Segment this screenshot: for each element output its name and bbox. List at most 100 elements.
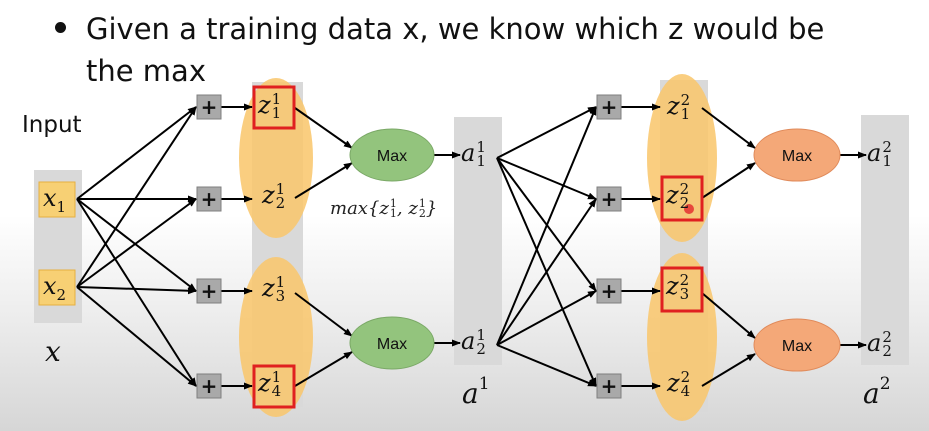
group-ellipse-l2-top — [647, 74, 717, 242]
arrow-x2-adder3 — [76, 286, 197, 295]
input-x2-base: x — [43, 272, 57, 300]
adder-box — [196, 373, 222, 399]
max-label-l1-top: Max — [377, 148, 407, 165]
adder-plus-symbol: + — [601, 374, 618, 398]
input-box-x2 — [38, 269, 76, 306]
adder-box — [196, 186, 222, 212]
max-label-l2-top: Max — [782, 148, 812, 165]
z1-4-base: z — [258, 368, 271, 397]
adder-box — [596, 278, 622, 304]
adder-l1-4: + — [196, 373, 222, 399]
z1-1-base: z — [258, 90, 271, 119]
a1-2-sup: 1 — [476, 326, 486, 344]
input-x1-label: x1 — [43, 184, 66, 215]
highlight-z2-2 — [660, 175, 704, 222]
adders: ++++++++ — [196, 94, 622, 399]
z1-3-sup: 1 — [275, 273, 286, 291]
a1-2-base: a — [461, 326, 476, 355]
adder-box — [196, 94, 222, 120]
arrow-z2-2-max — [701, 162, 756, 199]
input-x2-sub: 2 — [56, 286, 67, 304]
a2-column — [861, 115, 909, 365]
z1-2-base: z — [262, 180, 275, 209]
z2-3-sub: 3 — [679, 285, 690, 304]
z1-2-sub: 2 — [275, 194, 286, 213]
pointer-dot — [684, 204, 694, 214]
arrow-x2-adder1 — [76, 106, 197, 288]
bullet-line-2: the max — [86, 54, 206, 88]
a1-2-sub: 2 — [476, 340, 486, 359]
highlight-z2-3 — [660, 266, 704, 313]
a1-1-base: a — [461, 138, 476, 167]
a1-vector-sup: 1 — [478, 374, 490, 394]
z2-1-base: z — [667, 91, 680, 120]
adder-l2-2: + — [596, 186, 622, 212]
z1-3-base: z — [262, 273, 275, 302]
z1-4-sup: 1 — [271, 368, 282, 386]
arrow-x1-adder3 — [76, 198, 197, 292]
input-x2-label: x2 — [43, 272, 66, 303]
z1-3-sub: 3 — [275, 287, 286, 306]
z2-1-sub: 1 — [680, 105, 691, 124]
a2-2-sub: 2 — [882, 342, 892, 361]
arrow-a1-1-adder2 — [496, 157, 597, 200]
z1-1-sup: 1 — [271, 90, 282, 108]
z2-3-sup: 2 — [679, 271, 690, 289]
arrow-x1-adder1 — [76, 106, 197, 200]
z2-2-base: z — [666, 180, 679, 209]
input-label: Input — [22, 112, 82, 138]
arrow-x2-adder4 — [76, 286, 197, 387]
a2-1-base: a — [867, 138, 882, 167]
adder-l1-1: + — [196, 94, 222, 120]
arrow-a1-2-adder4 — [496, 344, 597, 387]
max-label-l2-bottom: Max — [782, 338, 812, 355]
adder-l1-2: + — [196, 186, 222, 212]
a1-1-sub: 1 — [476, 152, 486, 171]
adder-plus-symbol: + — [201, 279, 218, 303]
a2-2-base: a — [867, 328, 882, 357]
a1-1-sup: 1 — [476, 138, 486, 156]
arrow-a1-1-adder1 — [496, 106, 597, 159]
z2-2-sub: 2 — [679, 194, 690, 213]
connection-arrows — [76, 103, 867, 390]
z2-1-sup: 2 — [680, 91, 691, 109]
a1-column — [454, 117, 502, 365]
adder-l2-1: + — [596, 94, 622, 120]
adder-box — [596, 94, 622, 120]
input-x1-sub: 1 — [56, 198, 67, 216]
adder-plus-symbol: + — [201, 95, 218, 119]
a2-vector-label: a2 — [863, 376, 891, 410]
a2-vector-base: a — [863, 377, 880, 410]
max-node-l2-bottom — [753, 318, 841, 372]
arrow-z1-3-max — [294, 292, 353, 337]
highlight-z1-1 — [252, 85, 296, 130]
a1-vector-base: a — [462, 377, 479, 410]
adder-box — [596, 373, 622, 399]
a2-1-sup: 2 — [882, 138, 892, 156]
arrow-z2-1-max — [701, 107, 756, 149]
z1-1-sub: 1 — [271, 104, 282, 123]
z2-4-sub: 4 — [680, 382, 691, 401]
bullet-line-1: Given a training data x, we know which z… — [86, 12, 825, 46]
adder-l1-3: + — [196, 278, 222, 304]
a1-vector-label: a1 — [462, 376, 490, 410]
input-x1-base: x — [43, 184, 57, 212]
z2-4-base: z — [667, 368, 680, 397]
arrow-z1-4-max — [294, 351, 353, 387]
arrow-x2-adder2 — [76, 198, 197, 288]
bullet-text-block: Given a training data x, we know which z… — [55, 8, 895, 92]
a2-vector-sup: 2 — [879, 374, 891, 394]
